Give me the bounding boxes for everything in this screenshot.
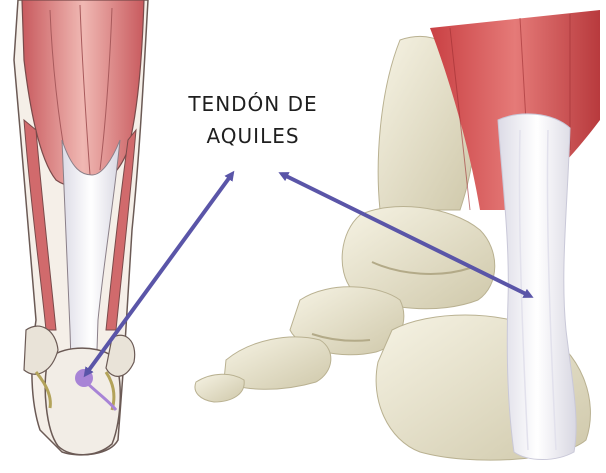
ankle-bones-and-tendon-render [195,10,600,460]
achilles-label-line-1: TENDÓN DE [158,92,348,116]
posterior-leg-drawing [14,0,148,455]
achilles-label-line-2: AQUILES [158,124,348,148]
